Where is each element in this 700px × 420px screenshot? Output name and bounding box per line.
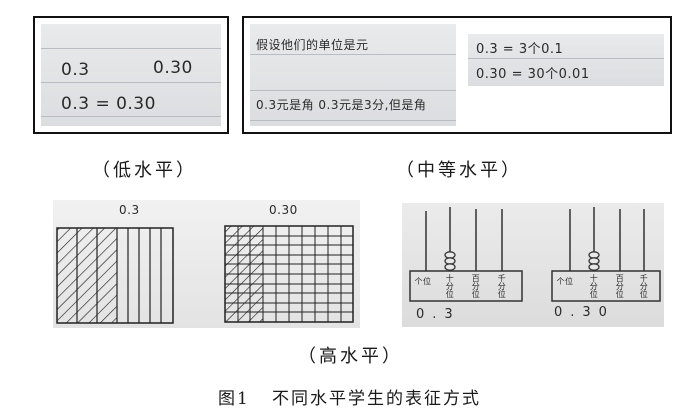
- low-level-panel: 0.3 0.30 0.3 = 0.30: [33, 16, 229, 134]
- grid-drawing-photo: 0.3 0.30: [53, 200, 360, 328]
- abacus-left-place-ones: 个位: [414, 277, 432, 286]
- middle-equation-photo: 0.3 = 3个0.1 0.30 = 30个0.01: [468, 34, 664, 86]
- middle-equation1: 0.3 = 3个0.1: [476, 42, 564, 57]
- abacus-left-place-hundredths: 百分位: [471, 274, 481, 299]
- figure-caption: 图1 不同水平学生的表征方式: [218, 389, 482, 409]
- low-level-photo: 0.3 0.30 0.3 = 0.30: [41, 24, 221, 126]
- abacus-left-value: 0.3: [416, 307, 461, 322]
- abacus-right-value: 0.30: [554, 305, 615, 320]
- middle-note-line1: 假设他们的单位是元: [256, 38, 369, 52]
- middle-note-line2: 0.3元是角 0.3元是3分,但是角: [256, 98, 427, 112]
- high-level-caption: （高水平）: [298, 346, 403, 367]
- abacus-right-place-ones: 个位: [556, 277, 574, 286]
- low-level-caption: （低水平）: [92, 160, 197, 181]
- middle-level-panel: 假设他们的单位是元 0.3元是角 0.3元是3分,但是角 0.3 = 3个0.1…: [242, 16, 672, 134]
- middle-note-photo: 假设他们的单位是元 0.3元是角 0.3元是3分,但是角: [250, 24, 456, 126]
- abacus-left-place-thousandths: 千分位: [497, 274, 507, 299]
- abacus-right-place-hundredths: 百分位: [615, 274, 625, 299]
- abacus-right-place-tenths: 十分位: [589, 274, 599, 299]
- low-line1-right: 0.30: [153, 58, 193, 78]
- abacus-right-place-thousandths: 千分位: [639, 274, 649, 299]
- low-line1-left: 0.3: [61, 60, 90, 80]
- abacus-beads: [444, 251, 600, 271]
- hundredths-square: [224, 225, 354, 323]
- abacus-drawing-photo: 个位 十分位 百分位 千分位 个位 十分位 百分位 千分位 0.3 0.30: [402, 203, 664, 327]
- middle-level-caption: （中等水平）: [396, 160, 522, 181]
- grid-right-label: 0.30: [269, 203, 298, 217]
- abacus-svg: [409, 207, 661, 302]
- abacus-left-place-tenths: 十分位: [445, 274, 455, 299]
- middle-equation2: 0.30 = 30个0.01: [476, 67, 590, 82]
- grid-left-label: 0.3: [119, 203, 140, 217]
- low-line2: 0.3 = 0.30: [61, 94, 156, 114]
- tenths-square: [56, 227, 174, 324]
- grid-drawings-svg: [56, 225, 354, 324]
